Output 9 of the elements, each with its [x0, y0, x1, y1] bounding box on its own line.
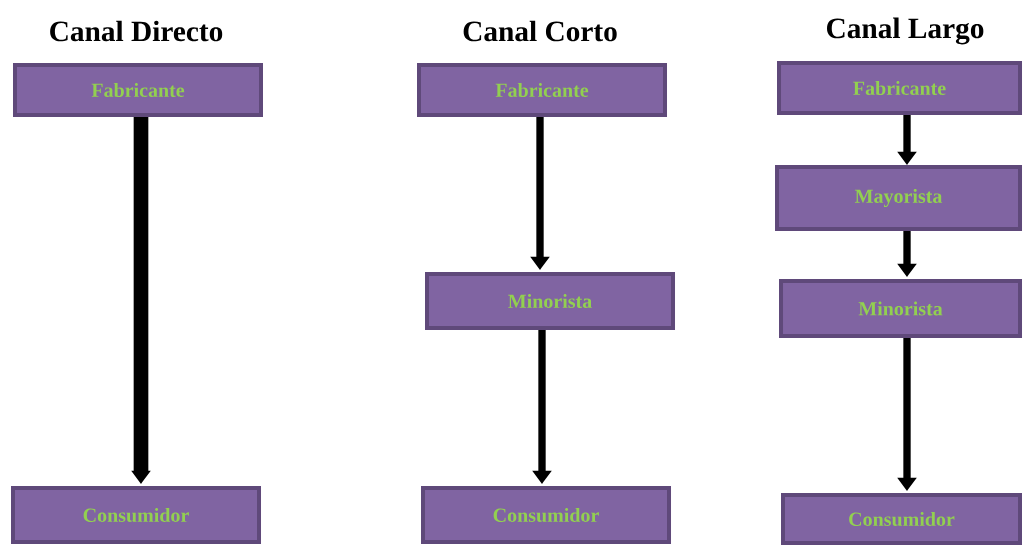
process-box: Consumidor	[11, 486, 261, 544]
process-box: Consumidor	[781, 493, 1022, 545]
process-box: Fabricante	[13, 63, 263, 117]
process-box: Mayorista	[775, 165, 1022, 231]
process-box: Fabricante	[417, 63, 667, 117]
process-box: Minorista	[425, 272, 675, 330]
process-box: Minorista	[779, 279, 1022, 338]
process-box: Consumidor	[421, 486, 671, 544]
process-box: Fabricante	[777, 61, 1022, 115]
